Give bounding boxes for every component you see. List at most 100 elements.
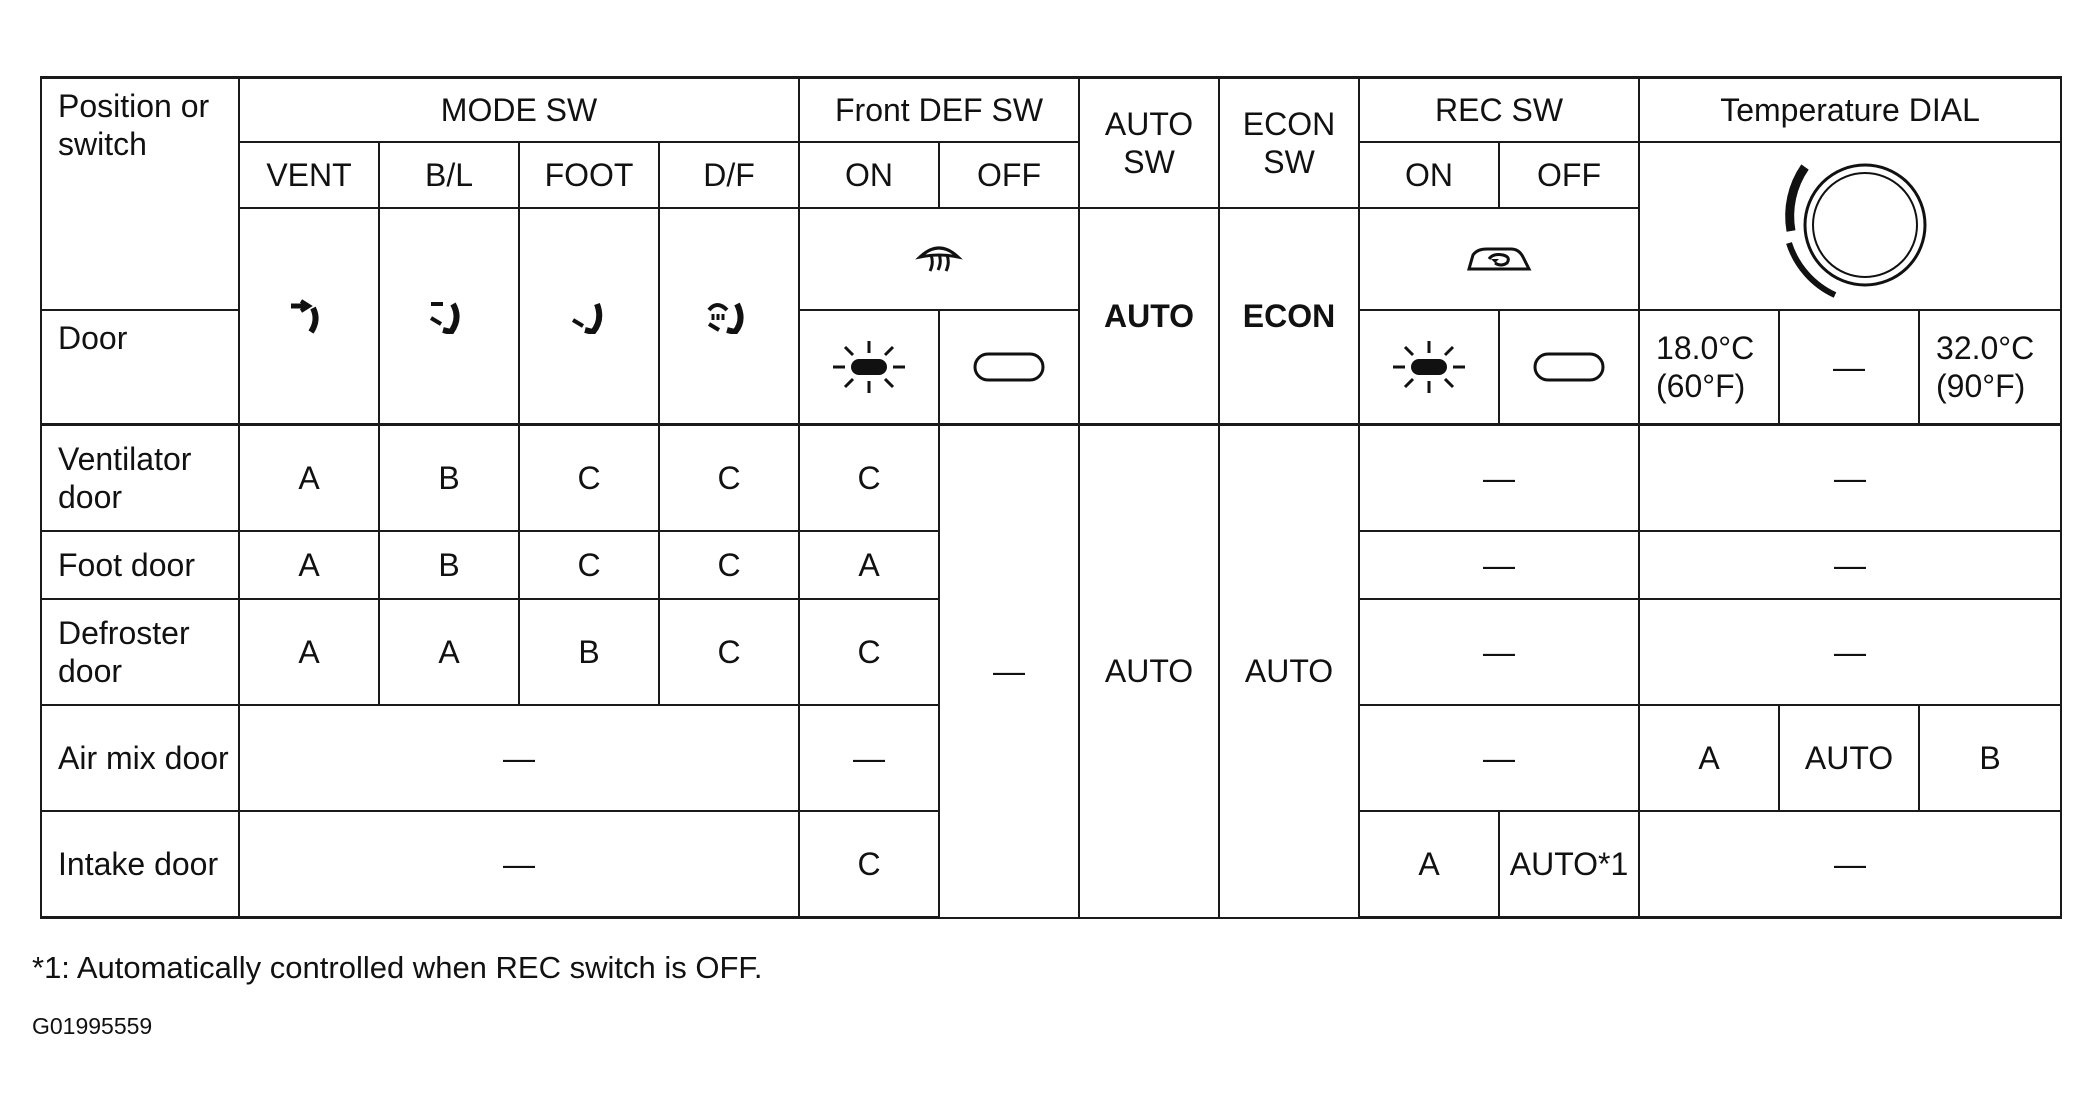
table-row-intake-door: Intake door — C A AUTO*1 —: [40, 810, 2063, 919]
temp-low-f: (60°F): [1656, 368, 1746, 404]
temp-high-cell: 32.0°C (90°F): [1918, 309, 2063, 426]
ventilator-df: C: [658, 423, 800, 532]
temp-low-c: 18.0°C: [1656, 330, 1755, 366]
vent-mode-symbol-cell: [238, 207, 380, 426]
airmix-temp-mid: AUTO: [1778, 704, 1921, 812]
auto-sw-merged-cell: AUTO: [1078, 423, 1221, 919]
footnote: *1: Automatically controlled when REC sw…: [32, 950, 763, 985]
table-row-ventilator-door: Ventilator door A B C C C — AUTO AUTO — …: [40, 423, 2063, 919]
air-mix-door-label: Air mix door: [40, 704, 240, 812]
intake-temp: —: [1638, 810, 2063, 919]
front-def-sw-header: Front DEF SW: [797, 76, 1081, 143]
foot-temp: —: [1638, 530, 2063, 600]
rec-off-indicator-cell: [1498, 309, 1641, 426]
defroster-foot: B: [518, 598, 660, 706]
foot-rec: —: [1358, 530, 1641, 600]
defroster-vent: A: [238, 598, 380, 706]
econ-sw-merged-cell: AUTO: [1218, 423, 1361, 919]
front-defroster-icon: [915, 246, 963, 272]
econ-sw-header: ECON SW: [1218, 76, 1361, 209]
defroster-bl: A: [378, 598, 520, 706]
position-or-switch-label: Position or switch: [40, 76, 240, 311]
intake-rec-off: AUTO*1: [1498, 810, 1641, 919]
door-label: Door: [40, 309, 240, 426]
bi-level-mode-icon: [429, 302, 460, 334]
airmix-rec: —: [1358, 704, 1641, 812]
auto-sw-symbol: AUTO: [1078, 207, 1221, 426]
indicator-lamp-off-icon: [973, 352, 1045, 382]
def-off-indicator-cell: [937, 309, 1081, 426]
foot-def-on: A: [798, 530, 940, 600]
foot-door-label: Foot door: [40, 530, 240, 600]
defroster-df: C: [658, 598, 800, 706]
intake-def-on: C: [798, 810, 940, 919]
defrost-foot-mode-icon: [707, 302, 744, 334]
door-indicator-row: Door: [40, 309, 2063, 426]
econ-sw-symbol: ECON: [1218, 207, 1361, 426]
foot-foot: C: [518, 530, 660, 600]
ventilator-rec: —: [1358, 423, 1641, 532]
rec-sw-header: REC SW: [1358, 76, 1641, 143]
vent-mode-icon: [291, 299, 319, 334]
header-row-subcols: VENT B/L FOOT D/F ON OFF ON OFF: [41, 141, 2063, 311]
foot-mode-icon: [571, 302, 603, 334]
symbol-row: AUTO ECON: [41, 207, 2061, 426]
temp-high-c: 32.0°C: [1936, 330, 2035, 366]
rec-on-indicator-cell: [1358, 309, 1501, 426]
indicator-lamp-off-icon: [1533, 352, 1605, 382]
def-on-indicator-cell: [798, 309, 940, 426]
ventilator-foot: C: [518, 423, 660, 532]
def-col-on: ON: [798, 141, 940, 209]
mode-col-df: D/F: [658, 141, 800, 209]
indicator-lamp-on-icon: [1393, 341, 1466, 393]
recirculation-icon: [1467, 247, 1532, 271]
mode-col-vent: VENT: [238, 141, 380, 209]
door-control-table: Position or switch MODE SW Front DEF SW …: [40, 76, 2063, 919]
temperature-dial-header: Temperature DIAL: [1638, 76, 2063, 143]
ventilator-temp: —: [1638, 423, 2063, 532]
indicator-lamp-on-icon: [833, 341, 905, 393]
temperature-dial-icon: [1785, 163, 1927, 298]
defroster-def-on: C: [798, 598, 940, 706]
ventilator-bl: B: [378, 423, 520, 532]
ventilator-def-on: C: [798, 423, 940, 532]
defroster-rec: —: [1358, 598, 1641, 706]
table-row-defroster-door: Defroster door A A B C C — —: [40, 598, 2063, 706]
ventilator-vent: A: [238, 423, 380, 532]
ventilator-door-label: Ventilator door: [40, 423, 240, 532]
defroster-door-label: Defroster door: [40, 598, 240, 706]
airmix-temp-low: A: [1638, 704, 1781, 812]
def-col-off: OFF: [937, 141, 1081, 209]
airmix-def-on: —: [798, 704, 940, 812]
defroster-temp: —: [1638, 598, 2063, 706]
foot-df: C: [658, 530, 800, 600]
front-def-symbol-cell: [797, 207, 1081, 311]
airmix-mode-span: —: [238, 704, 800, 812]
header-row-groups: Position or switch MODE SW Front DEF SW …: [40, 76, 2063, 311]
mode-col-foot: FOOT: [518, 141, 660, 209]
intake-door-label: Intake door: [40, 810, 240, 919]
def-off-merged-cell: —: [937, 423, 1081, 919]
airmix-temp-high: B: [1918, 704, 2063, 812]
foot-mode-symbol-cell: [518, 207, 660, 426]
defrost-foot-mode-symbol-cell: [658, 207, 800, 426]
table-row-air-mix-door: Air mix door — — — A AUTO B: [40, 704, 2063, 812]
temp-high-f: (90°F): [1936, 368, 2026, 404]
rec-symbol-cell: [1358, 207, 1641, 311]
rec-col-on: ON: [1358, 141, 1501, 209]
intake-rec-on: A: [1358, 810, 1501, 919]
auto-sw-header: AUTO SW: [1078, 76, 1221, 209]
figure-id: G01995559: [32, 1013, 153, 1039]
table-row-foot-door: Foot door A B C C A — —: [40, 530, 2063, 600]
temp-mid-cell: —: [1778, 309, 1921, 426]
mode-sw-header: MODE SW: [238, 76, 800, 143]
foot-vent: A: [238, 530, 380, 600]
foot-bl: B: [378, 530, 520, 600]
mode-col-bl: B/L: [378, 141, 520, 209]
rec-col-off: OFF: [1498, 141, 1641, 209]
intake-mode-span: —: [238, 810, 800, 919]
temperature-dial-symbol-cell: [1638, 141, 2063, 311]
bi-level-mode-symbol-cell: [378, 207, 520, 426]
temp-low-cell: 18.0°C (60°F): [1638, 309, 1781, 426]
